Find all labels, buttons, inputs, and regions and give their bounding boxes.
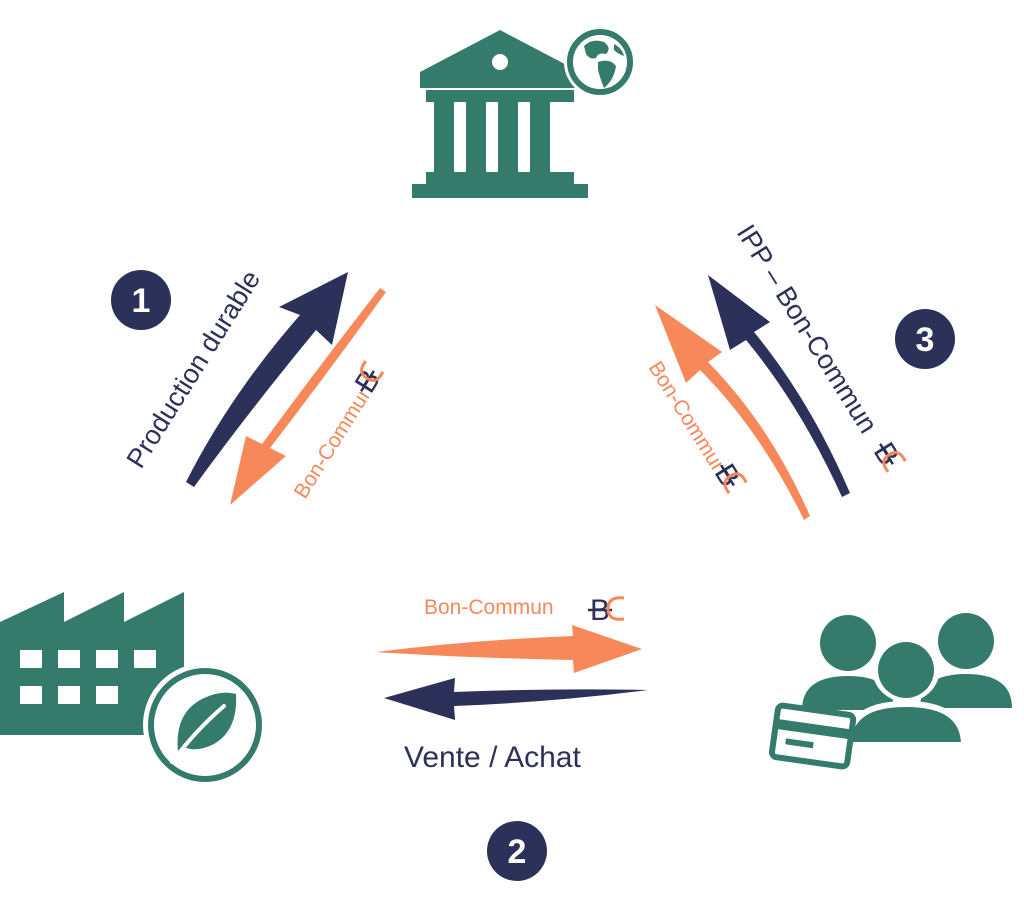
arrow-vente-left	[384, 678, 648, 720]
factory-icon	[0, 592, 184, 735]
arrow-ipp-up	[708, 275, 850, 497]
bc-symbol-bottom: B	[588, 594, 625, 627]
people-group-icon	[802, 613, 1012, 748]
label-boncommun-right-group: Bon-Commun B	[644, 357, 748, 495]
bank-icon	[412, 30, 588, 198]
step-badge-3: 3	[895, 309, 955, 369]
step-number-1: 1	[132, 282, 151, 320]
step-badge-2: 2	[487, 821, 547, 881]
step-number-3: 3	[916, 321, 935, 359]
step-number-2: 2	[508, 833, 527, 871]
label-boncommun-bottom: Bon-Commun	[424, 596, 554, 619]
globe-icon	[564, 26, 636, 98]
arrow-production-up	[186, 272, 348, 487]
credit-card-icon	[768, 702, 857, 770]
arrow-boncommun-down	[230, 288, 386, 505]
bc-symbol-ipp: B	[867, 437, 907, 473]
arrow-boncommun-right	[376, 625, 642, 673]
leaf-icon	[143, 663, 267, 787]
step-badge-1: 1	[111, 270, 171, 330]
label-vente-achat: Vente / Achat	[404, 741, 581, 774]
label-boncommun-bottom-group: Bon-Commun B	[424, 594, 625, 627]
arrow-boncommun-up-right	[655, 305, 810, 520]
label-boncommun-left-group: Bon-Commun B	[290, 360, 387, 503]
